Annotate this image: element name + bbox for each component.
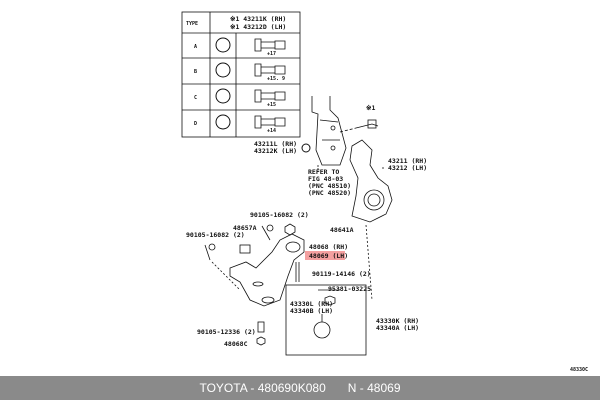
callout-balljoint-lh: 43340A (LH) — [376, 324, 419, 332]
bolt-icon — [254, 38, 286, 52]
callout-knuckle-rh: 43211 (RH) — [388, 157, 427, 165]
callout-nut-lh: 43212K (LH) — [254, 147, 297, 155]
strut-illustration — [311, 96, 347, 172]
table-row-dim: +15. 9 — [267, 76, 285, 82]
table-row-dim: +15 — [267, 102, 276, 108]
footer-bar: TOYOTA - 480690K080 N - 48069 — [0, 376, 600, 400]
callout-refer-3: (PNC 48510) — [308, 182, 351, 190]
lower-arm — [229, 233, 305, 307]
steering-knuckle — [339, 119, 393, 301]
callout-nut-rh: 43211L (RH) — [254, 140, 297, 148]
table-row-dim: +17 — [267, 51, 276, 57]
callout-nut-48641a: 48641A — [330, 226, 354, 234]
callout-bushing: 48657A — [233, 224, 257, 232]
bolt-icon — [254, 63, 286, 77]
washer-icon — [215, 88, 231, 104]
washer-icon — [215, 62, 231, 78]
part-number: TOYOTA - 480690K080 — [199, 381, 326, 395]
callout-nut-48068c: 48068C — [224, 340, 248, 348]
highlight-48069 — [305, 251, 345, 260]
callout-bolt-bottom: 90105-12336 (2) — [197, 328, 256, 336]
callout-arm-lh[interactable]: 48069 (LH) — [309, 252, 348, 260]
callout-bolt-90119: 90119-14146 (2) — [312, 270, 371, 278]
pnc-number: N - 48069 — [347, 381, 401, 395]
table-header-rh: ※1 43211K (RH) — [230, 15, 286, 23]
nut-icon — [301, 143, 311, 153]
washer-icon — [215, 37, 231, 53]
table-row-type: C — [194, 95, 197, 101]
callout-refer-2: FIG 48-03 — [308, 175, 343, 183]
table-row-type: D — [194, 121, 197, 127]
fasteners — [204, 223, 367, 356]
callout-refer-1: REFER TO — [308, 168, 339, 176]
bolt-type-table — [181, 11, 301, 138]
table-row-type: A — [194, 44, 197, 50]
callout-bolt-left: 90105-16082 (2) — [186, 231, 245, 239]
table-header-lh: ※1 43212D (LH) — [230, 23, 286, 31]
callout-balljoint-rh: 43330K (RH) — [376, 317, 419, 325]
callout-bolt-mark: ※1 — [366, 104, 375, 112]
table-header-type: TYPE — [186, 21, 198, 27]
table-row-type: B — [194, 69, 197, 75]
callout-nut-bj-rh: 43330L (RH) — [290, 300, 333, 308]
callout-nut-bj-lh: 43340B (LH) — [290, 307, 333, 315]
table-row-dim: +14 — [267, 128, 276, 134]
bolt-icon — [254, 115, 286, 129]
callout-knuckle-lh: 43212 (LH) — [388, 164, 427, 172]
callout-bolt-top: 90105-16082 (2) — [250, 211, 309, 219]
callout-fig-code: 48330C — [570, 367, 588, 373]
callout-refer-4: (PNC 48520) — [308, 189, 351, 197]
callout-pin: 95381-03225 — [328, 285, 371, 293]
callout-arm-rh: 48068 (RH) — [309, 243, 348, 251]
bolt-icon — [254, 89, 286, 103]
washer-icon — [215, 114, 231, 130]
